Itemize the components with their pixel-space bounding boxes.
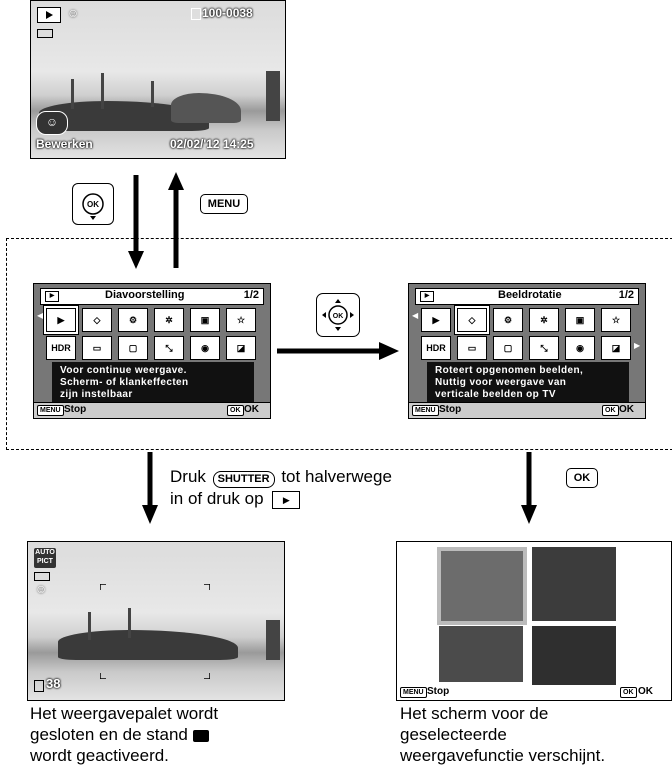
stop-label: Stop: [439, 404, 461, 415]
menu-badge: MENU: [412, 405, 439, 416]
beach-photo: [31, 1, 285, 158]
palette-page: 1/2: [244, 289, 259, 301]
playback-icon: [37, 7, 61, 23]
caption-right: Het scherm voor de geselecteerde weergav…: [400, 703, 672, 766]
focus-frame: [100, 584, 210, 679]
rotation-option-270[interactable]: [532, 626, 616, 686]
ok-badge: OK: [620, 687, 637, 698]
svg-text:OK: OK: [333, 313, 344, 320]
redeye-tile[interactable]: ◉: [190, 336, 220, 360]
file-icon: [191, 8, 201, 20]
rotation-option-90[interactable]: [532, 547, 616, 621]
palette-left-arrow-icon[interactable]: ◀: [412, 311, 418, 320]
battery-icon: [37, 29, 53, 38]
palette-description: Voor continue weergave. Scherm- of klank…: [52, 362, 254, 404]
hdr-tile[interactable]: HDR: [421, 336, 451, 360]
palette-footer: MENU Stop OK OK: [409, 402, 645, 418]
effect-tile[interactable]: ✲: [154, 308, 184, 332]
file-number: 100-0038: [202, 6, 253, 20]
stop-label: Stop: [427, 686, 449, 697]
rotate-tile[interactable]: ◇: [82, 308, 112, 332]
rotate-tile[interactable]: ◇: [457, 308, 487, 332]
hdr-tile[interactable]: HDR: [46, 336, 76, 360]
down-arrow-left: [142, 452, 158, 524]
ok-badge: OK: [227, 405, 244, 416]
playback-icon: ▶: [420, 291, 434, 302]
filter-tile[interactable]: ⚙: [118, 308, 148, 332]
edit-label: Bewerken: [36, 137, 93, 151]
slideshow-tile[interactable]: ▶: [46, 308, 76, 332]
protect-tile[interactable]: ☆: [601, 308, 631, 332]
playback-palette-right: ▶ Beeldrotatie 1/2 ◀ ▶ ◇ ⚙ ✲ ▣ ☆ HDR ▭ ▢…: [408, 283, 646, 419]
face-icon: ☺: [35, 582, 47, 596]
stop-label: Stop: [64, 404, 86, 415]
palette-left-arrow-icon[interactable]: ◀: [37, 311, 43, 320]
copy-tile[interactable]: ◪: [226, 336, 256, 360]
palette-title: Beeldrotatie: [498, 289, 562, 301]
ok-label: OK: [244, 404, 259, 415]
face-icon: ☺: [67, 6, 79, 20]
camera-icon: [193, 730, 209, 742]
ok-key: OK: [566, 468, 598, 488]
crop-tile[interactable]: ▢: [493, 336, 523, 360]
redeye-tile[interactable]: ◉: [565, 336, 595, 360]
playback-icon: ▶: [45, 291, 59, 302]
rotation-option-180[interactable]: [439, 626, 523, 682]
resize-tile[interactable]: ⤡: [154, 336, 184, 360]
crop-tile[interactable]: ▢: [118, 336, 148, 360]
copy-tile[interactable]: ◪: [601, 336, 631, 360]
datetime: 02/02/'12 14:25: [170, 137, 254, 151]
shutter-key: SHUTTER: [213, 471, 275, 488]
palette-title: Diavoorstelling: [105, 289, 184, 301]
shots-remaining: 38: [46, 676, 60, 691]
palette-page: 1/2: [619, 289, 634, 301]
ok-key-text: OK: [87, 200, 99, 209]
palette-title-bar: ▶ Beeldrotatie 1/2: [415, 288, 639, 305]
auto-picture-icon: AUTO PICT: [34, 548, 56, 568]
edit-icon: ☺: [36, 111, 68, 135]
caption-left: Het weergavepalet wordt gesloten en de s…: [30, 703, 330, 766]
palette-title-bar: ▶ Diavoorstelling 1/2: [40, 288, 264, 305]
palette-right-arrow-icon[interactable]: ▶: [634, 341, 640, 350]
effect-tile[interactable]: ✲: [529, 308, 559, 332]
four-way-key-icon: OK: [316, 293, 360, 337]
ok-label: OK: [619, 404, 634, 415]
filter-tile[interactable]: ⚙: [493, 308, 523, 332]
capture-screen: AUTO PICT ☺ 38: [27, 541, 285, 701]
playback-key-icon: ▶: [272, 491, 300, 509]
ok-label: OK: [638, 686, 653, 697]
palette-description: Roteert opgenomen beelden, Nuttig voor w…: [427, 362, 629, 404]
slideshow-tile[interactable]: ▶: [421, 308, 451, 332]
playback-screen: ☺ 100-0038 ☺ Bewerken 02/02/'12 14:25: [30, 0, 286, 159]
menu-badge: MENU: [37, 405, 64, 416]
rotation-option-0[interactable]: [437, 547, 527, 625]
ok-key-icon: OK: [72, 183, 114, 225]
frame-tile[interactable]: ▭: [82, 336, 112, 360]
right-arrow: [277, 342, 399, 360]
menu-key: MENU: [200, 194, 248, 214]
down-arrow-right: [521, 452, 537, 524]
compare-tile[interactable]: ▣: [565, 308, 595, 332]
resize-tile[interactable]: ⤡: [529, 336, 559, 360]
compare-tile[interactable]: ▣: [190, 308, 220, 332]
frame-tile[interactable]: ▭: [457, 336, 487, 360]
menu-badge: MENU: [400, 687, 427, 698]
ok-badge: OK: [602, 405, 619, 416]
rotation-footer: MENU Stop OK OK: [397, 685, 671, 700]
battery-icon: [34, 572, 50, 581]
palette-footer: MENU Stop OK OK: [34, 402, 270, 418]
rotation-screen: MENU Stop OK OK: [396, 541, 672, 701]
memory-icon: [34, 680, 44, 692]
shutter-instruction: Druk SHUTTER tot halverwege in of druk o…: [170, 466, 470, 509]
protect-tile[interactable]: ☆: [226, 308, 256, 332]
playback-palette-left: ▶ Diavoorstelling 1/2 ◀ ▶ ◇ ⚙ ✲ ▣ ☆ HDR …: [33, 283, 271, 419]
